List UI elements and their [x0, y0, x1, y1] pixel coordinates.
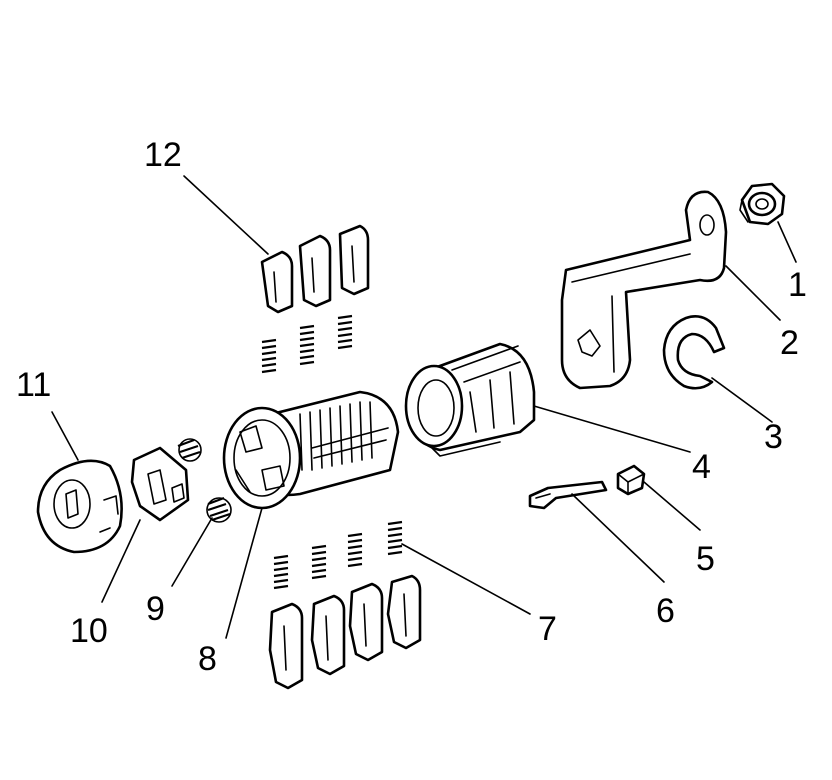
- tumblers-bottom: [268, 574, 422, 690]
- part-9-spring: [206, 496, 232, 523]
- callout-1: 1: [788, 266, 807, 304]
- part-10-retainer-plate: [130, 446, 190, 522]
- part-5-small-clip: [616, 464, 646, 496]
- callout-12: 12: [144, 136, 182, 174]
- callout-10: 10: [70, 612, 108, 650]
- callout-11: 11: [16, 366, 51, 404]
- part-7-springs-bottom: [273, 520, 403, 590]
- part-2-bracket: [560, 190, 728, 390]
- callout-8: 8: [198, 640, 217, 678]
- part-6-lever: [528, 480, 608, 510]
- callout-3: 3: [764, 418, 783, 456]
- part-1-nut: [739, 182, 786, 226]
- leader-lines: [51, 175, 797, 639]
- callout-6: 6: [656, 592, 675, 630]
- part-8-lock-cylinder: [222, 390, 400, 510]
- springs-top: [261, 314, 353, 374]
- callout-7: 7: [538, 610, 557, 648]
- callout-2: 2: [780, 324, 799, 362]
- callout-5: 5: [696, 540, 715, 578]
- part-12-tumblers-top: [260, 224, 370, 314]
- part-3-retainer-clip: [662, 315, 726, 390]
- callout-9: 9: [146, 590, 165, 628]
- small-spring-upper: [177, 438, 202, 462]
- part-4-lock-housing: [404, 342, 536, 457]
- part-11-bezel: [36, 459, 123, 554]
- callout-4: 4: [692, 448, 711, 486]
